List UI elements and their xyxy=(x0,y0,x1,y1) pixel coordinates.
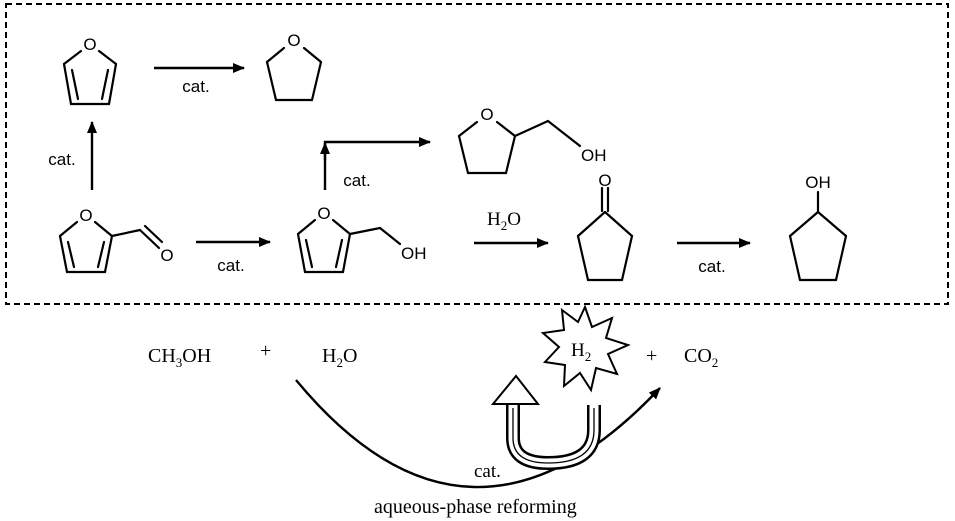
furfural-ring-oxygen: O xyxy=(79,206,92,225)
water-formula: H2O xyxy=(322,345,357,370)
furan-oxygen: O xyxy=(83,35,96,54)
catalyst-label: cat. xyxy=(698,257,725,276)
cyclopentanone-molecule: O xyxy=(576,171,634,282)
catalyst-label: cat. xyxy=(48,150,75,169)
catalyst-label: cat. xyxy=(182,77,209,96)
aqueous-phase-reforming-label: aqueous-phase reforming xyxy=(374,496,577,518)
furfuryl-hydroxyl: OH xyxy=(401,244,427,263)
arrow-furfuryl-to-thfa xyxy=(323,137,431,190)
plus-sign: + xyxy=(260,340,271,362)
furan-molecule: O xyxy=(62,35,118,106)
cyclopentanol-hydroxyl: OH xyxy=(805,173,831,192)
hydrogen-release-u-arrow xyxy=(490,374,601,471)
water-reagent: H2O xyxy=(487,209,521,233)
furfuryl-ring-oxygen: O xyxy=(317,204,330,223)
plus-sign: + xyxy=(646,345,657,367)
thfa-hydroxyl: OH xyxy=(581,146,607,165)
methanol-formula: CH3OH xyxy=(148,345,211,370)
thfa-oxygen: O xyxy=(480,105,493,124)
hydrogen-formula: H2 xyxy=(571,340,591,364)
catalyst-label: cat. xyxy=(343,171,370,190)
dashed-frame xyxy=(5,3,949,305)
tetrahydrofurfuryl-alcohol-molecule: O OH xyxy=(457,105,607,175)
hydrogen-burst-shape xyxy=(540,304,631,393)
cyclopentanol-molecule: OH xyxy=(788,173,848,282)
furfural-molecule: O O xyxy=(58,206,174,274)
furfuryl-alcohol-molecule: O OH xyxy=(296,204,427,274)
catalyst-label: cat. xyxy=(217,256,244,275)
furfural-carbonyl-oxygen: O xyxy=(160,246,173,265)
tetrahydrofuran-molecule: O xyxy=(265,31,323,102)
reforming-curved-arrow xyxy=(295,379,661,489)
catalyst-label: cat. xyxy=(474,461,501,482)
thf-oxygen: O xyxy=(287,31,300,50)
co2-formula: CO2 xyxy=(684,345,718,370)
cyclopentanone-oxygen: O xyxy=(598,171,611,190)
